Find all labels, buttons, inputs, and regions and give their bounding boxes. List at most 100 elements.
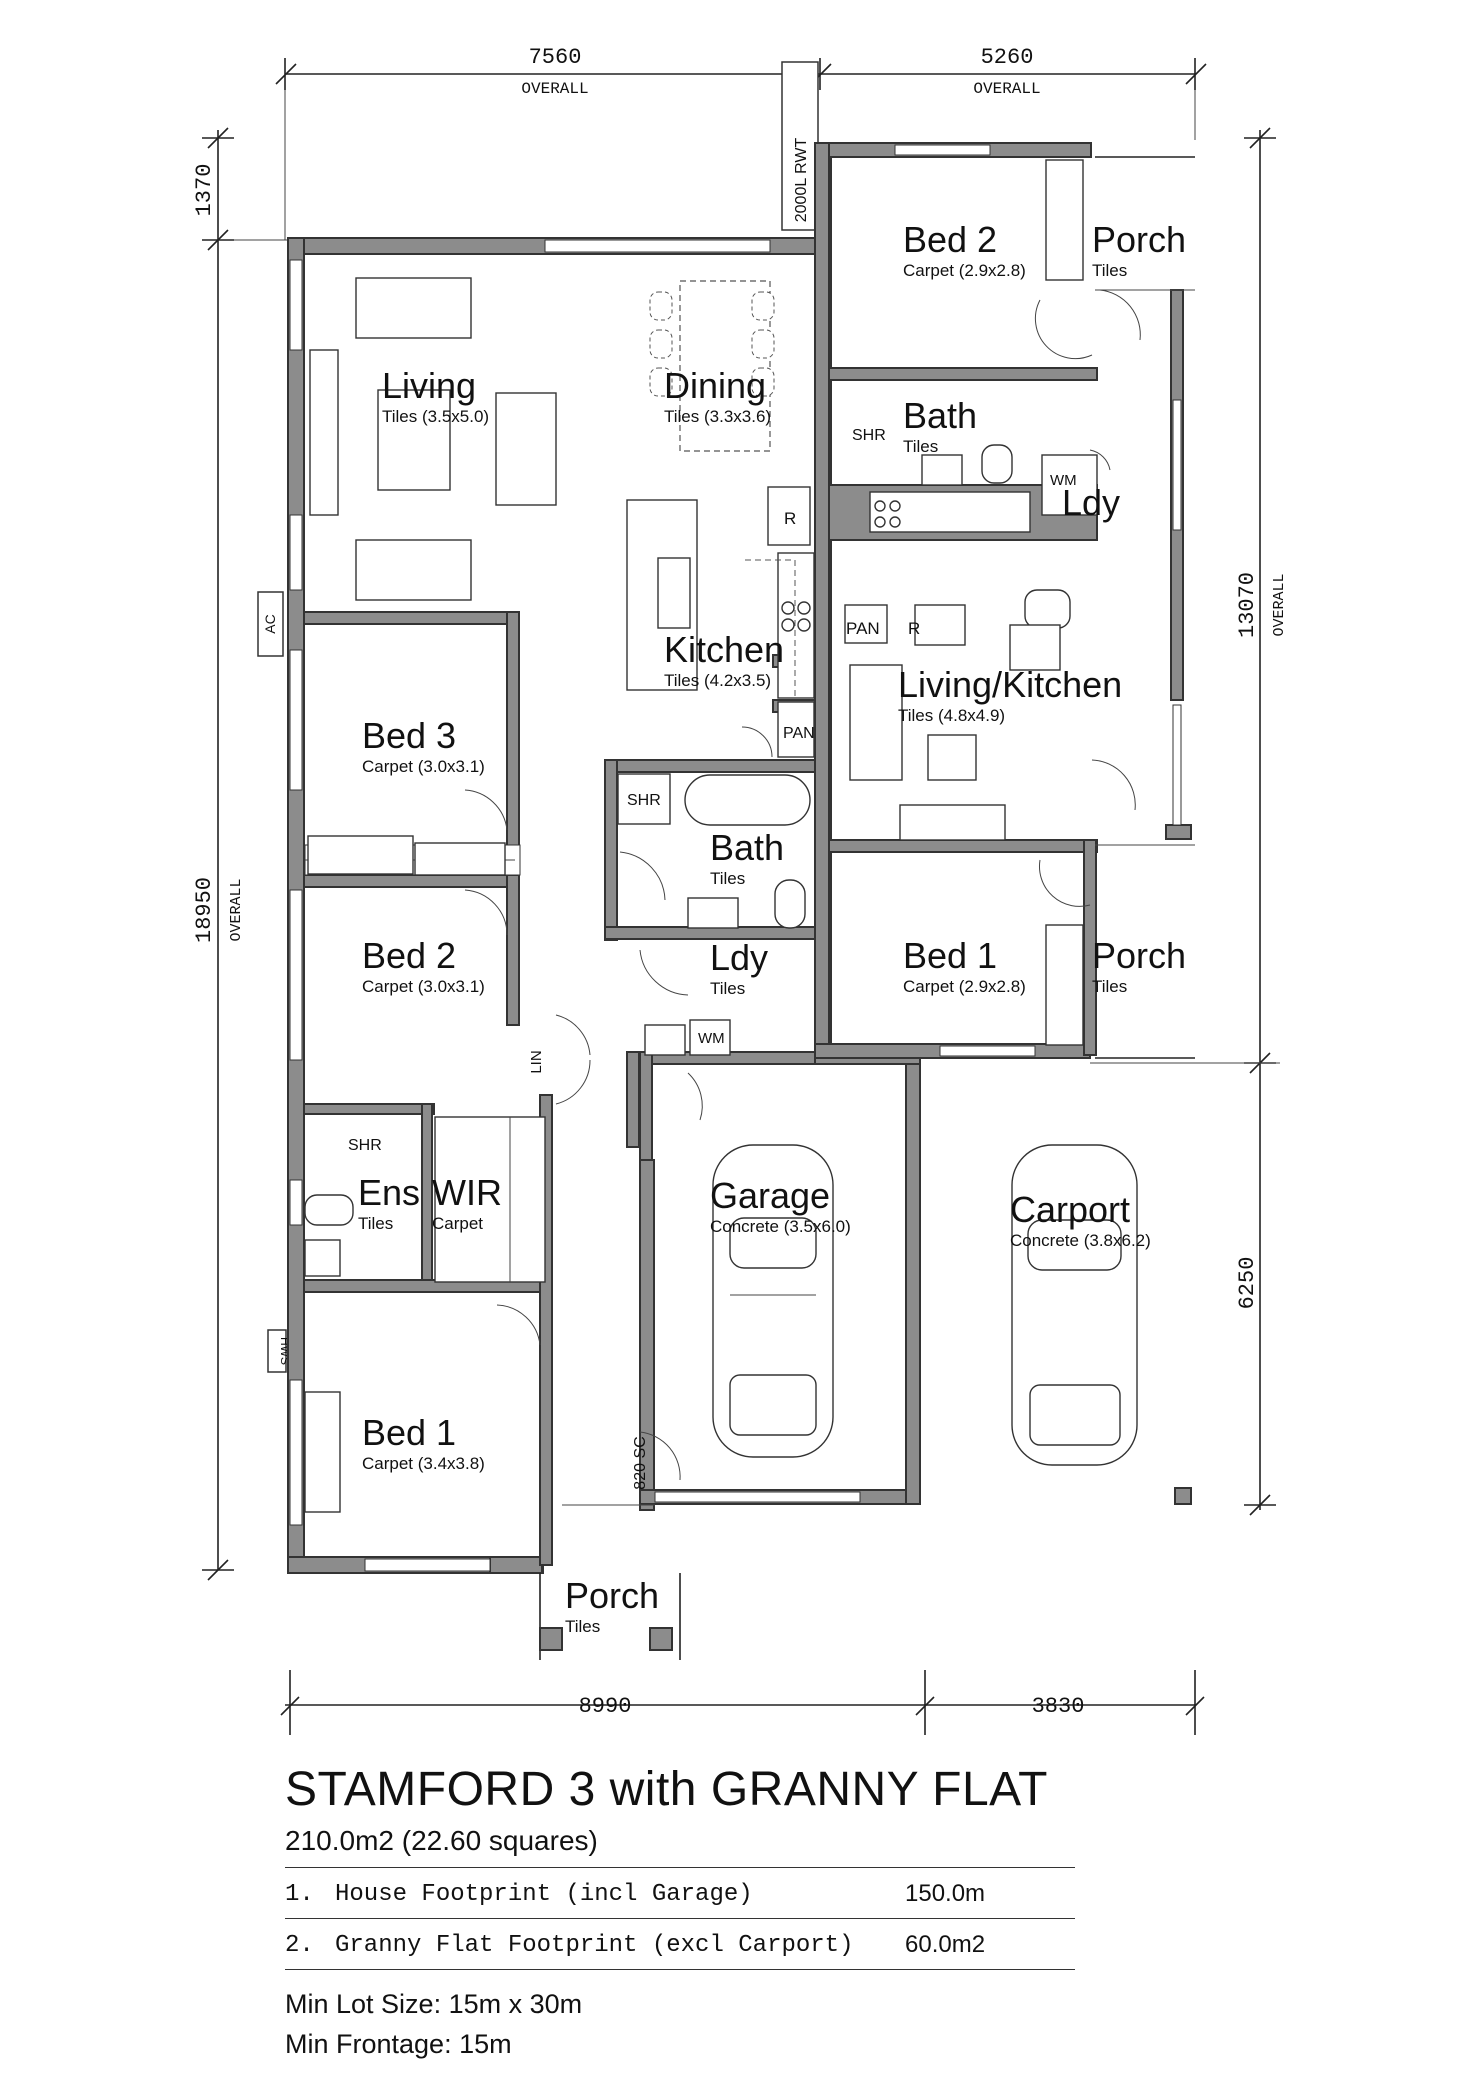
dimension-labels: 7560 OVERALL 5260 OVERALL 1370 18950 OVE… <box>192 45 1288 1719</box>
wm-label-main: WM <box>698 1030 725 1047</box>
ac-label: AC <box>262 614 278 633</box>
dim-top-main-note: OVERALL <box>521 80 588 98</box>
room-labels: Living Tiles (3.5x5.0) Dining Tiles (3.3… <box>358 219 1186 1636</box>
granny-flat-porches <box>1045 156 1195 1064</box>
floor-plan: 7560 OVERALL 5260 OVERALL 1370 18950 OVE… <box>192 45 1288 1735</box>
shr-label-ensuite: SHR <box>348 1137 382 1154</box>
linen-doors <box>555 1014 591 1105</box>
dim-left-top: 1370 <box>192 164 217 217</box>
dim-left-overall: 18950 <box>192 877 217 943</box>
fridge-label-kitchen: R <box>784 509 796 528</box>
room-ens-name: Ens <box>358 1172 420 1213</box>
bath-fixtures <box>617 773 811 929</box>
room-ldy-spec: Tiles <box>710 979 745 998</box>
flat-bath-name: Bath <box>903 395 977 436</box>
main-door-swings <box>464 726 773 1481</box>
room-ens-spec: Tiles <box>358 1214 393 1233</box>
footprint-table: 1. House Footprint (incl Garage) 150.0m … <box>285 1867 1075 1970</box>
room-living-spec: Tiles (3.5x5.0) <box>382 407 489 426</box>
laundry-fixtures <box>644 1019 731 1056</box>
flat-porch-bottom-spec: Tiles <box>1092 977 1127 996</box>
row-number: 1. <box>285 1867 335 1919</box>
dim-right-flat: 13070 <box>1235 572 1260 638</box>
room-garage-name: Garage <box>710 1175 830 1216</box>
row-number: 2. <box>285 1918 335 1970</box>
carport-car <box>1011 1144 1192 1505</box>
flat-porch-top-name: Porch <box>1092 219 1186 260</box>
dim-top-flat-note: OVERALL <box>973 80 1040 98</box>
flat-living-name: Living/Kitchen <box>898 664 1122 705</box>
granny-flat-windows <box>894 144 1182 1057</box>
dim-bottom-carport: 3830 <box>1032 1694 1085 1719</box>
dimension-lines <box>202 58 1280 1735</box>
flat-bath-spec: Tiles <box>903 437 938 456</box>
flat-bed1-spec: Carpet (2.9x2.8) <box>903 977 1026 996</box>
row-label: Granny Flat Footprint (excl Carport) <box>335 1918 905 1970</box>
dim-top-main: 7560 <box>529 45 582 70</box>
room-bed3-spec: Carpet (3.0x3.1) <box>362 757 485 776</box>
granny-flat-fixtures <box>844 289 1141 907</box>
room-kitchen-spec: Tiles (4.2x3.5) <box>664 671 771 690</box>
linen-label: LIN <box>528 1050 545 1073</box>
garage-car <box>712 1144 834 1458</box>
row-value: 60.0m2 <box>905 1918 1075 1970</box>
dining-table <box>649 280 775 452</box>
pantry-label-kitchen: PAN <box>783 725 815 742</box>
room-bed2-name: Bed 2 <box>362 935 456 976</box>
shr-label-bath: SHR <box>627 792 661 809</box>
flat-living-spec: Tiles (4.8x4.9) <box>898 706 1005 725</box>
table-row: 1. House Footprint (incl Garage) 150.0m <box>285 1867 1075 1919</box>
pantry-label-flat: PAN <box>846 619 880 638</box>
room-garage-spec: Concrete (3.5x6.0) <box>710 1217 851 1236</box>
dim-bottom-main: 8990 <box>579 1694 632 1719</box>
room-bed3-name: Bed 3 <box>362 715 456 756</box>
shr-label-flat: SHR <box>852 427 886 444</box>
room-ldy-name: Ldy <box>710 937 768 978</box>
dim-left-overall-note: OVERALL <box>228 878 245 941</box>
room-bed1-spec: Carpet (3.4x3.8) <box>362 1454 485 1473</box>
dim-top-flat: 5260 <box>981 45 1034 70</box>
water-tank: 2000L RWT <box>781 61 819 231</box>
dim-right-carport: 6250 <box>1235 1257 1260 1310</box>
room-porch-name: Porch <box>565 1575 659 1616</box>
row-value: 150.0m <box>905 1867 1075 1919</box>
wm-label-flat: WM <box>1050 472 1077 489</box>
flat-porch-bottom-name: Porch <box>1092 935 1186 976</box>
plan-area: 210.0m2 (22.60 squares) <box>285 1825 598 1856</box>
flat-bed2-spec: Carpet (2.9x2.8) <box>903 261 1026 280</box>
ac-unit: AC <box>257 591 284 657</box>
flat-bed1-name: Bed 1 <box>903 935 997 976</box>
room-dining-name: Dining <box>664 365 766 406</box>
room-bed1-name: Bed 1 <box>362 1412 456 1453</box>
room-carport-spec: Concrete (3.8x6.2) <box>1010 1231 1151 1250</box>
room-porch-spec: Tiles <box>565 1617 600 1636</box>
fixture-labels: SHR SHR SHR R R PAN PAN WM WM LIN 820 SC <box>348 427 1077 1490</box>
room-bath-name: Bath <box>710 827 784 868</box>
room-carport-name: Carport <box>1010 1189 1130 1230</box>
flat-ldy-name: Ldy <box>1062 482 1120 523</box>
room-living-name: Living <box>382 365 476 406</box>
wardrobes <box>307 835 546 1283</box>
min-frontage: Min Frontage: 15m <box>285 2029 512 2059</box>
flat-bed2-name: Bed 2 <box>903 219 997 260</box>
flat-porch-top-spec: Tiles <box>1092 261 1127 280</box>
room-bath-spec: Tiles <box>710 869 745 888</box>
title-block: STAMFORD 3 with GRANNY FLAT 210.0m2 (22.… <box>285 1762 1075 2064</box>
room-kitchen-name: Kitchen <box>664 629 784 670</box>
room-bed2-spec: Carpet (3.0x3.1) <box>362 977 485 996</box>
plan-title: STAMFORD 3 with GRANNY FLAT <box>285 1763 1048 1816</box>
room-dining-spec: Tiles (3.3x3.6) <box>664 407 771 426</box>
table-row: 2. Granny Flat Footprint (excl Carport) … <box>285 1918 1075 1970</box>
granny-flat-walls <box>814 142 1192 1059</box>
room-wir-name: WIR <box>432 1172 502 1213</box>
door-820-label: 820 SC <box>632 1436 649 1489</box>
room-wir-spec: Carpet <box>432 1214 483 1233</box>
min-lot-size: Min Lot Size: 15m x 30m <box>285 1989 583 2019</box>
kitchen-fixtures <box>626 486 815 758</box>
tank-label: 2000L RWT <box>793 138 810 223</box>
main-porch <box>539 1504 681 1660</box>
ensuite-fixtures <box>304 1194 354 1513</box>
row-label: House Footprint (incl Garage) <box>335 1867 905 1919</box>
living-furniture <box>309 277 557 601</box>
dim-right-flat-note: OVERALL <box>1271 573 1288 636</box>
